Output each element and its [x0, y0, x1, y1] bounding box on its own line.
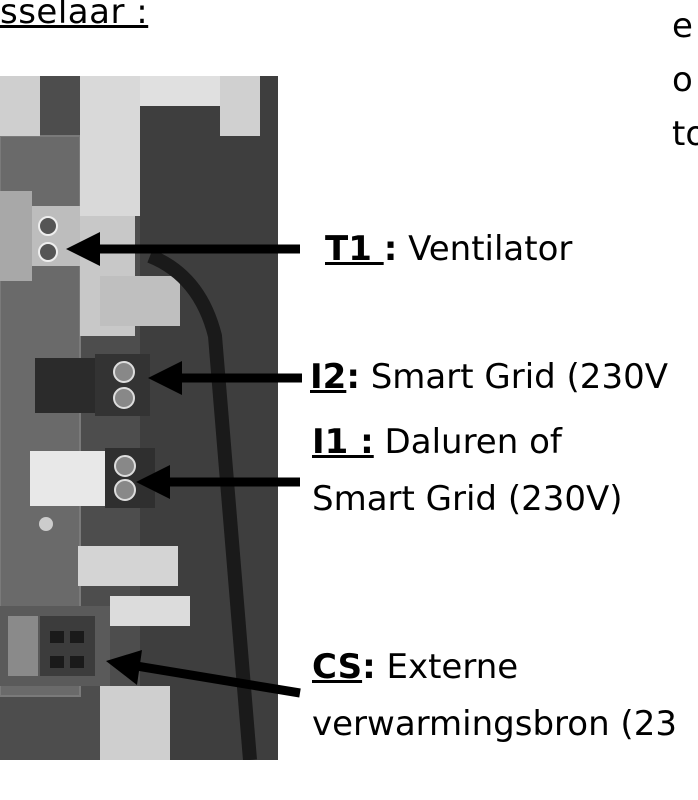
top-connector: [0, 76, 40, 136]
label-cs-code: CS: [312, 647, 363, 687]
label-i1-text: Daluren of: [373, 422, 562, 462]
cropped-text-fragment-3: to: [672, 114, 698, 154]
background-right: [140, 76, 278, 760]
label-i2-colon: :: [346, 357, 360, 397]
label-t1-colon: :: [383, 229, 398, 269]
cable: [147, 249, 257, 760]
bottom-frame: [100, 686, 170, 760]
label-cs: CS: Externe: [312, 650, 518, 684]
controller-board-photo: [0, 76, 278, 760]
label-cs-text: Externe: [375, 647, 519, 687]
label-t1-code: T1: [325, 229, 384, 269]
board-illustration: [0, 76, 278, 760]
label-i1-code: I1 :: [312, 422, 374, 462]
cropped-text-fragment-1: e: [672, 6, 693, 46]
label-t1-text: Ventilator: [397, 229, 573, 269]
i1-connector: [30, 451, 110, 506]
label-i2-text: Smart Grid (230V: [359, 357, 668, 397]
label-i2-code: I2: [310, 357, 347, 397]
plastic-frame: [80, 76, 140, 216]
plastic-bracket: [78, 546, 178, 586]
label-i1-line2: Smart Grid (230V): [312, 479, 623, 519]
label-cs-line2: verwarmingsbron (23: [312, 704, 677, 744]
section-heading: sselaar :: [0, 0, 149, 32]
cropped-text-fragment-2: o: [672, 60, 693, 100]
label-i1: I1 : Daluren of: [312, 425, 562, 459]
board-hole: [39, 517, 53, 531]
label-cs-colon: :: [362, 647, 376, 687]
i2-connector: [35, 358, 95, 413]
label-t1: T1 : Ventilator: [325, 232, 572, 266]
label-i2: I2: Smart Grid (230V: [310, 360, 668, 394]
